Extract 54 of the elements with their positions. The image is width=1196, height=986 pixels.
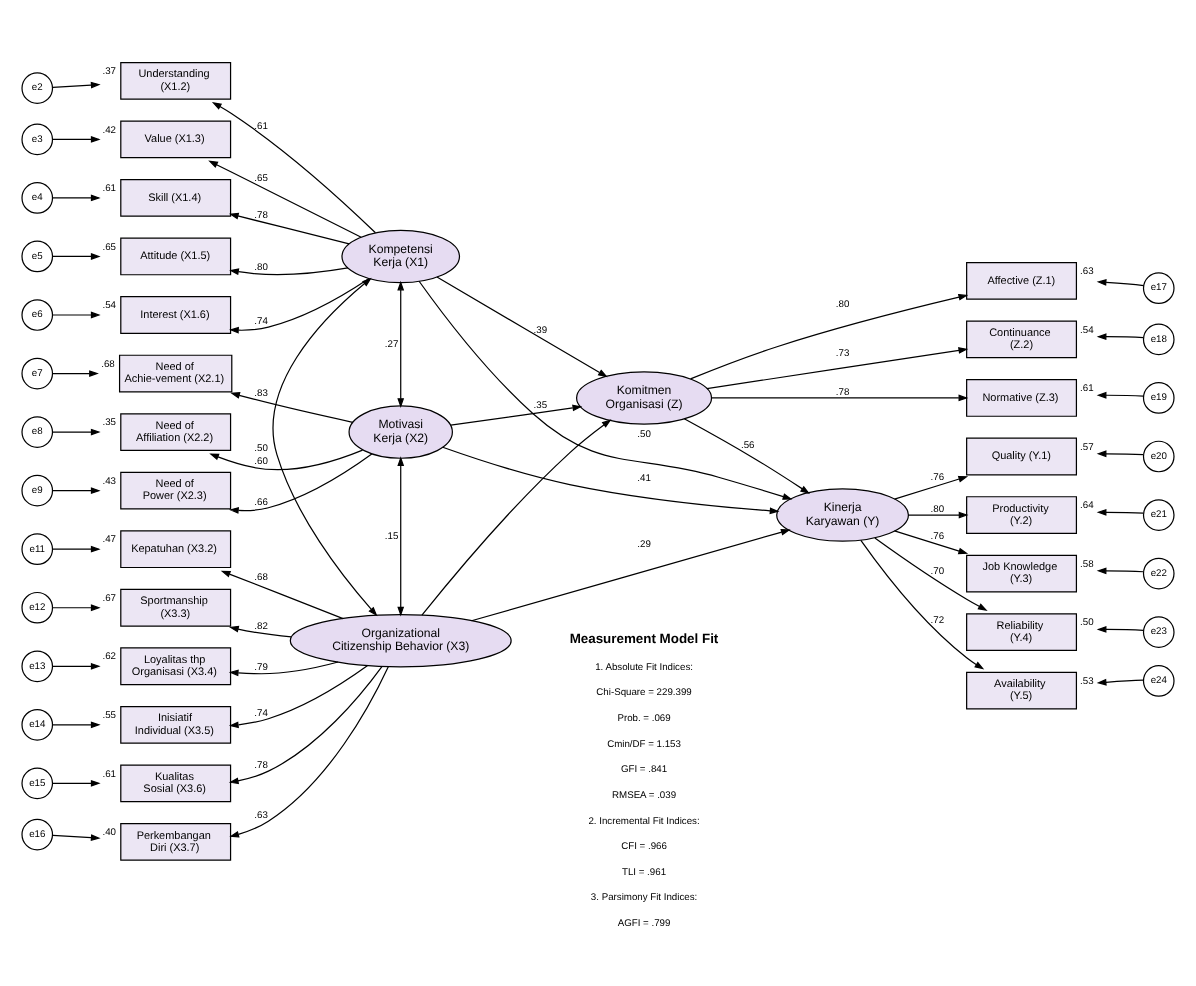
arrow: [706, 346, 969, 389]
arrow: [893, 474, 969, 499]
arrow: [52, 661, 101, 669]
arrow: [228, 664, 369, 728]
arrow: [229, 452, 373, 513]
arrow: [711, 393, 969, 401]
arrow: [1096, 507, 1144, 515]
arrow: [52, 252, 101, 259]
arrow: [52, 369, 99, 376]
arrow: [228, 211, 350, 244]
arrow: [1096, 390, 1144, 398]
arrow: [229, 624, 292, 637]
arrow: [874, 536, 988, 610]
arrow: [52, 544, 101, 552]
arrow: [52, 603, 101, 611]
arrow: [208, 159, 362, 237]
arrow: [893, 529, 969, 554]
arrow: [683, 417, 811, 493]
arrow: [211, 100, 377, 233]
arrow: [52, 486, 101, 494]
arrow: [421, 418, 612, 615]
arrow: [1096, 566, 1144, 574]
arrow: [436, 275, 608, 377]
arrow: [52, 720, 101, 728]
arrow: [470, 527, 791, 621]
arrow: [1096, 332, 1144, 340]
arrow: [229, 277, 370, 333]
arrow: [52, 833, 101, 841]
arrow: [418, 279, 793, 499]
arrow: [450, 403, 583, 425]
arrow: [209, 448, 364, 470]
arrow: [52, 80, 101, 88]
arrow: [52, 193, 101, 201]
arrow: [907, 510, 969, 518]
arrow: [860, 538, 985, 669]
arrow: [442, 445, 780, 514]
arrow: [397, 455, 405, 616]
arrow: [228, 660, 339, 676]
arrow: [229, 266, 349, 275]
arrow: [229, 665, 389, 837]
arrow: [52, 134, 101, 142]
arrow: [230, 391, 354, 422]
arrow: [52, 310, 101, 318]
arrow: [272, 276, 378, 616]
arrow: [1096, 677, 1144, 685]
arrow: [397, 279, 405, 408]
arrow: [52, 427, 101, 435]
arrow: [1096, 449, 1144, 457]
arrow: [1096, 625, 1144, 632]
arrow: [1096, 278, 1145, 286]
arrow: [689, 292, 969, 379]
arrow: [228, 664, 383, 784]
arrow: [220, 569, 344, 619]
arrow: [52, 778, 101, 786]
